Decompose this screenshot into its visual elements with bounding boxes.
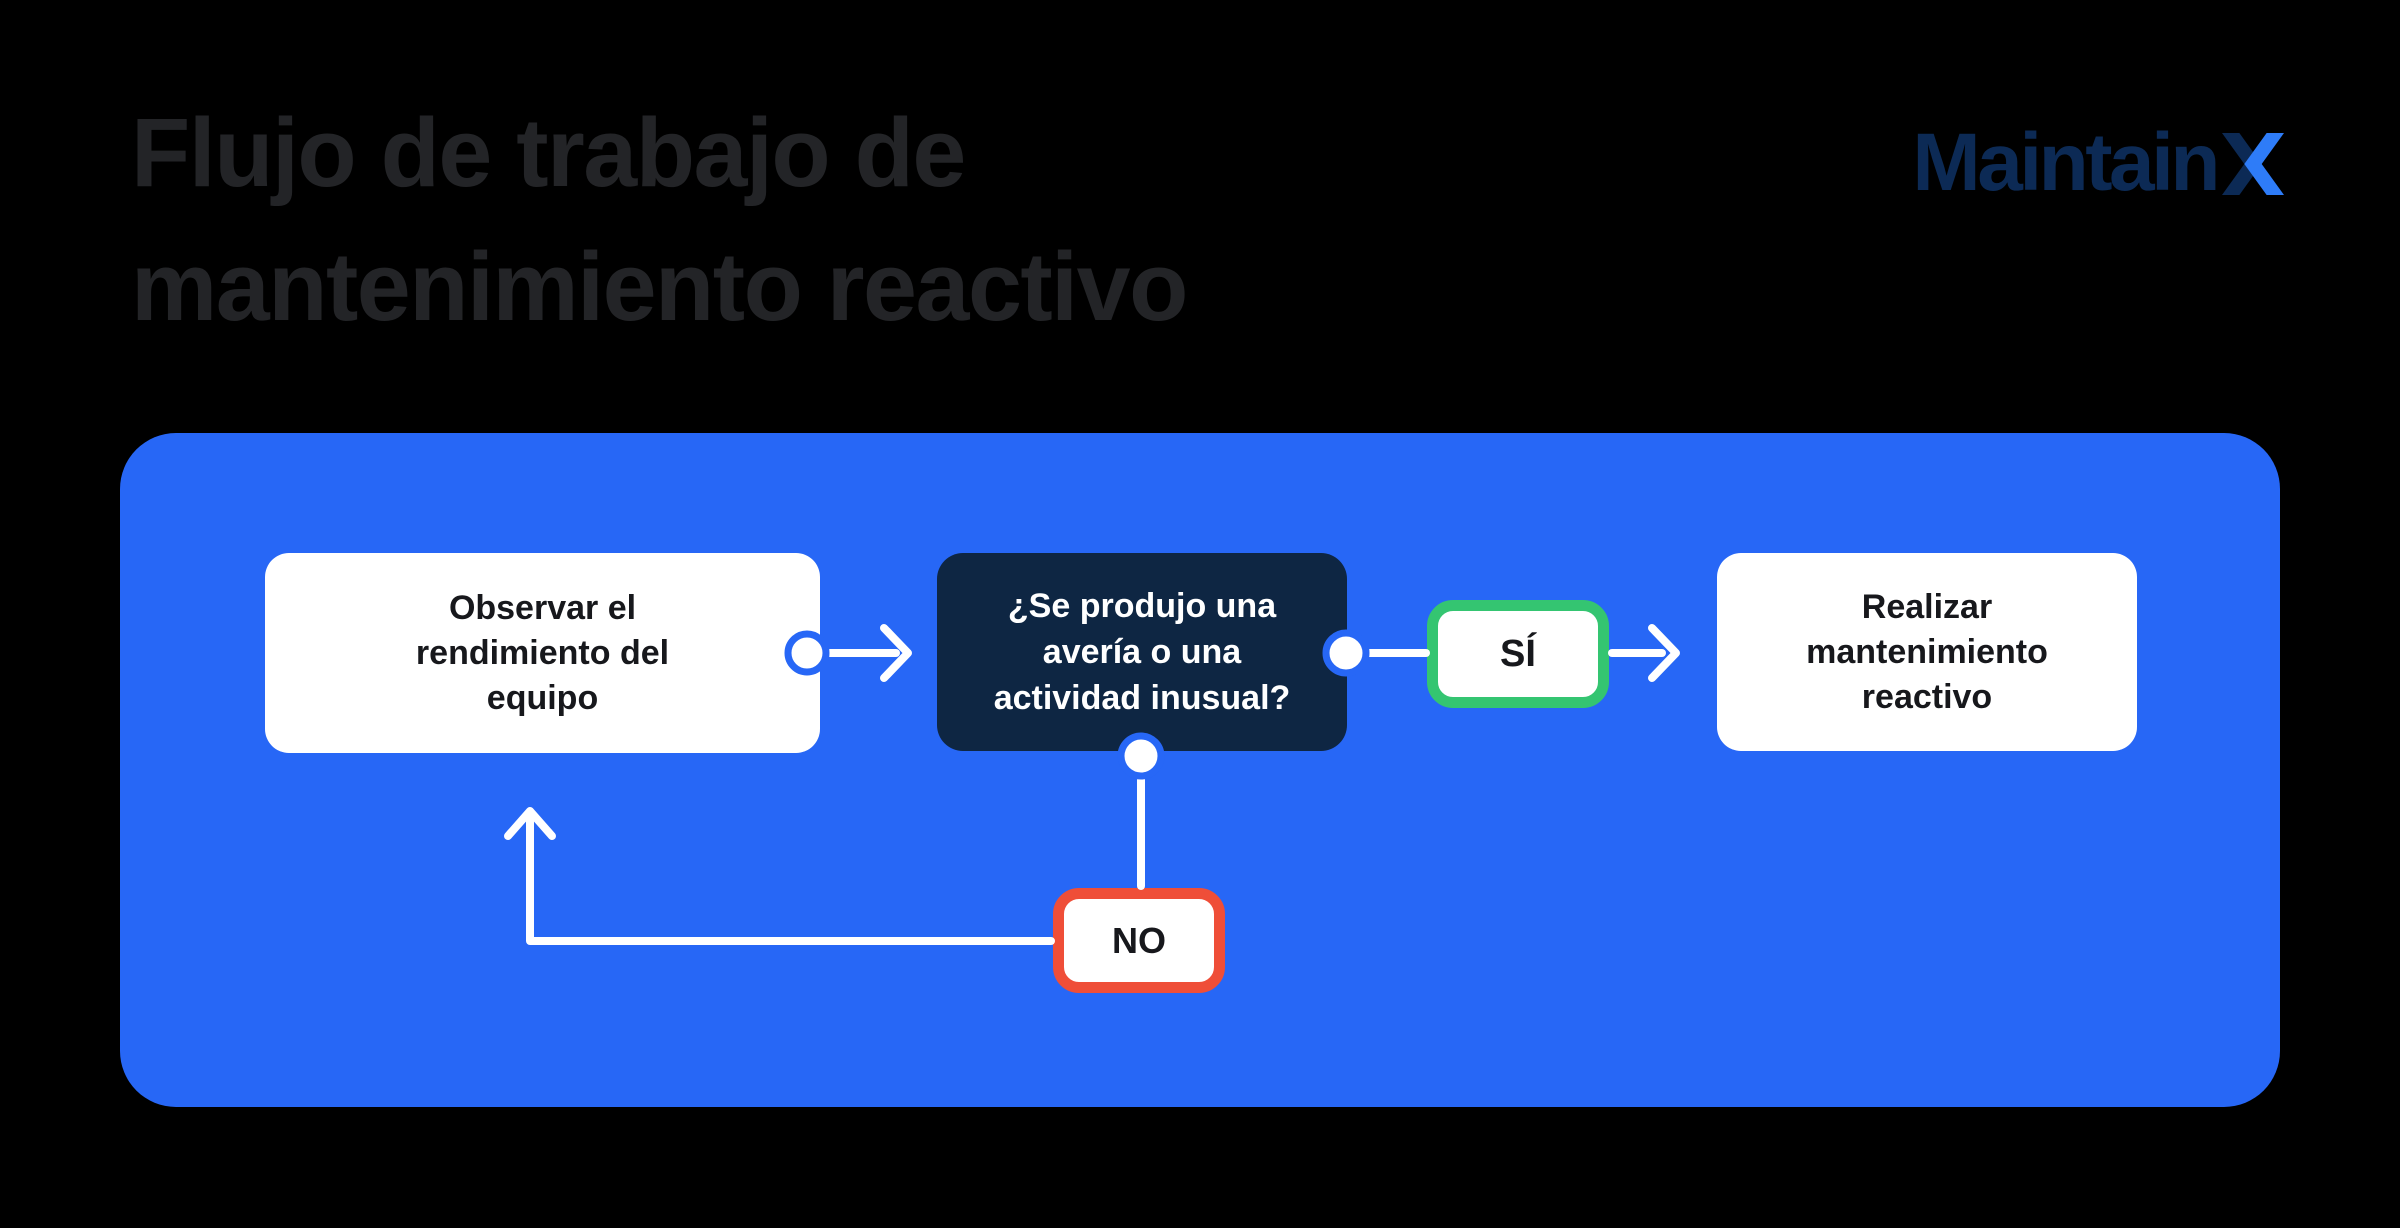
flow-node-question-line-3: actividad inusual?: [993, 679, 1291, 717]
flow-label-no: NO: [1053, 888, 1225, 993]
maintainx-x-icon: [2222, 133, 2284, 195]
flow-node-question: ¿Se produjo una avería o una actividad i…: [937, 553, 1347, 751]
flow-node-observe-line-3: equipo: [486, 678, 599, 717]
flow-node-observe-line-1: Observar el: [448, 588, 637, 627]
page-title-line-1: Flujo de trabajo de: [131, 98, 966, 207]
flow-node-question-line-2: avería o una: [1042, 633, 1242, 671]
flow-node-observe-line-2: rendimiento del: [415, 633, 670, 672]
page-title: Flujo de trabajo de mantenimiento reacti…: [131, 86, 1188, 354]
flow-node-question-line-1: ¿Se produjo una: [1007, 587, 1277, 625]
maintainx-logo: Maintain: [1912, 122, 2285, 204]
maintainx-wordmark: Maintain: [1912, 117, 2220, 208]
flow-label-yes-text: SÍ: [1500, 632, 1536, 675]
flow-node-perform-line-2: mantenimiento: [1806, 632, 2048, 671]
flowchart-panel: [120, 433, 2280, 1107]
flow-label-no-text: NO: [1112, 919, 1166, 961]
flow-node-perform-line-1: Realizar: [1861, 587, 1993, 626]
flow-node-observe: Observar el rendimiento del equipo: [265, 553, 820, 753]
flow-node-perform: Realizar mantenimiento reactivo: [1717, 553, 2137, 751]
flow-node-perform-line-3: reactivo: [1861, 677, 1993, 716]
page-title-line-2: mantenimiento reactivo: [131, 232, 1188, 341]
flow-label-yes: SÍ: [1427, 600, 1609, 708]
